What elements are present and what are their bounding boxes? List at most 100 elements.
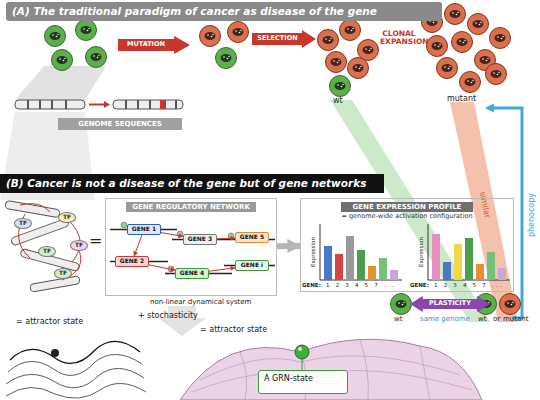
- arrow-shape: [410, 296, 490, 312]
- node-text: GENE 5: [240, 234, 264, 241]
- bar: [357, 250, 365, 280]
- axis-label: Expression: [418, 237, 424, 267]
- cell: [216, 48, 237, 69]
- annotation: = attractor state: [200, 326, 267, 335]
- axis-label: GENE:: [302, 282, 321, 288]
- chromosome: [20, 248, 80, 271]
- landscape-sketch: [10, 341, 140, 363]
- node-text: GENE 2: [120, 258, 144, 265]
- mutated-band: [160, 100, 166, 109]
- annotation: same genome: [420, 316, 470, 324]
- regulation-arrow: [217, 238, 235, 240]
- cell: [490, 28, 511, 49]
- chromosome: [15, 100, 85, 109]
- bar: [335, 254, 343, 280]
- cell: [45, 26, 66, 47]
- bar: [390, 270, 398, 280]
- tf-oval: TF: [14, 218, 32, 229]
- tf-dot: [228, 233, 234, 239]
- node-text: GENE EXPRESSION PROFILE: [341, 202, 473, 212]
- gene-box: GENE 1: [127, 224, 161, 235]
- chromosome: [30, 276, 81, 293]
- chromosome-band: [28, 100, 66, 109]
- landscape-sketch: [6, 354, 146, 398]
- regulation-arrow: [134, 235, 142, 256]
- node-text: GENE i: [241, 262, 263, 269]
- cell: [318, 30, 339, 51]
- tf-oval: TF: [70, 240, 88, 251]
- arrow-shape: [252, 30, 316, 48]
- cell: [228, 22, 249, 43]
- ball: [51, 349, 59, 357]
- gene-box: GENE 2: [115, 256, 149, 267]
- mutation-arrow-small: [89, 104, 104, 106]
- annotation: similar: [477, 191, 491, 219]
- bar: [476, 264, 484, 280]
- chart-axis: [320, 224, 402, 280]
- cell: [200, 26, 221, 47]
- cell: [391, 294, 412, 315]
- bar: [443, 262, 451, 280]
- node-text: (B) Cancer is not a disease of the gene …: [6, 177, 366, 189]
- chromosome: [5, 200, 61, 217]
- node-text: A GRN-state: [264, 374, 342, 383]
- tf-oval: TF: [58, 212, 76, 223]
- axis-tick: 1 2 3 4 5 7 ...: [434, 282, 504, 288]
- chromosome: [113, 100, 183, 109]
- node-text: TF: [75, 242, 83, 249]
- equals-sign: =: [89, 232, 102, 250]
- annotation: CLONAL EXPANSION: [380, 30, 418, 47]
- gene-box: GENE 3: [183, 234, 217, 245]
- annotation: + stochasticity: [138, 312, 198, 321]
- cell-label: mutant: [503, 316, 528, 324]
- gene-box: GENE i: [235, 260, 269, 271]
- flow-arrow: [158, 306, 206, 336]
- node-text: (A) The traditional paradigm of cancer a…: [12, 5, 377, 17]
- cell-label: or: [493, 316, 500, 324]
- cell: [326, 52, 347, 73]
- arrowhead: [104, 101, 110, 108]
- section-header: (B) Cancer is not a disease of the gene …: [0, 174, 384, 193]
- node-text: TF: [59, 270, 67, 277]
- node-text: GENE 3: [188, 236, 212, 243]
- cell: [330, 76, 351, 97]
- mutation-arrow: MUTATION: [118, 36, 190, 54]
- annotation: non-linear dynamical system: [150, 299, 251, 307]
- cell: [340, 20, 361, 41]
- bar: [498, 268, 506, 280]
- annotation: phenocopy: [528, 193, 537, 237]
- cell: [348, 58, 369, 79]
- bar: [368, 266, 376, 280]
- cell-label: mutant: [447, 95, 476, 104]
- cell: [486, 64, 507, 85]
- annotation: = attractor state: [16, 318, 83, 327]
- plasticity-arrow: PLASTICITY: [410, 296, 490, 312]
- cell-label: wt: [394, 316, 402, 324]
- tf-dot: [168, 266, 174, 272]
- axis-tick: 1 2 3 4 5 7 ...: [326, 282, 396, 288]
- section-header: (A) The traditional paradigm of cancer a…: [6, 2, 442, 21]
- node-text: TF: [43, 248, 51, 255]
- bar: [487, 252, 495, 280]
- cell: [427, 36, 448, 57]
- cell: [452, 32, 473, 53]
- state-box: A GRN-state: [258, 370, 348, 394]
- node-text: TF: [19, 220, 27, 227]
- state-ball: [295, 345, 309, 359]
- cell: [468, 14, 489, 35]
- node-text: TF: [63, 214, 71, 221]
- node-text: GENOME SEQUENCES: [78, 120, 162, 128]
- genome-sequence-bar: GENOME SEQUENCES: [58, 118, 182, 130]
- cell: [86, 47, 107, 68]
- cell: [460, 72, 481, 93]
- selection-arrow: SELECTION: [252, 30, 316, 48]
- regulation-arrow: [209, 268, 235, 271]
- cell: [445, 4, 466, 25]
- gene-box: GENE 5: [235, 232, 269, 243]
- cell: [437, 58, 458, 79]
- node-text: MUTATION: [127, 41, 165, 48]
- axis-label: Expression: [310, 237, 316, 267]
- cell-label: wt: [478, 316, 486, 324]
- cell: [52, 50, 73, 71]
